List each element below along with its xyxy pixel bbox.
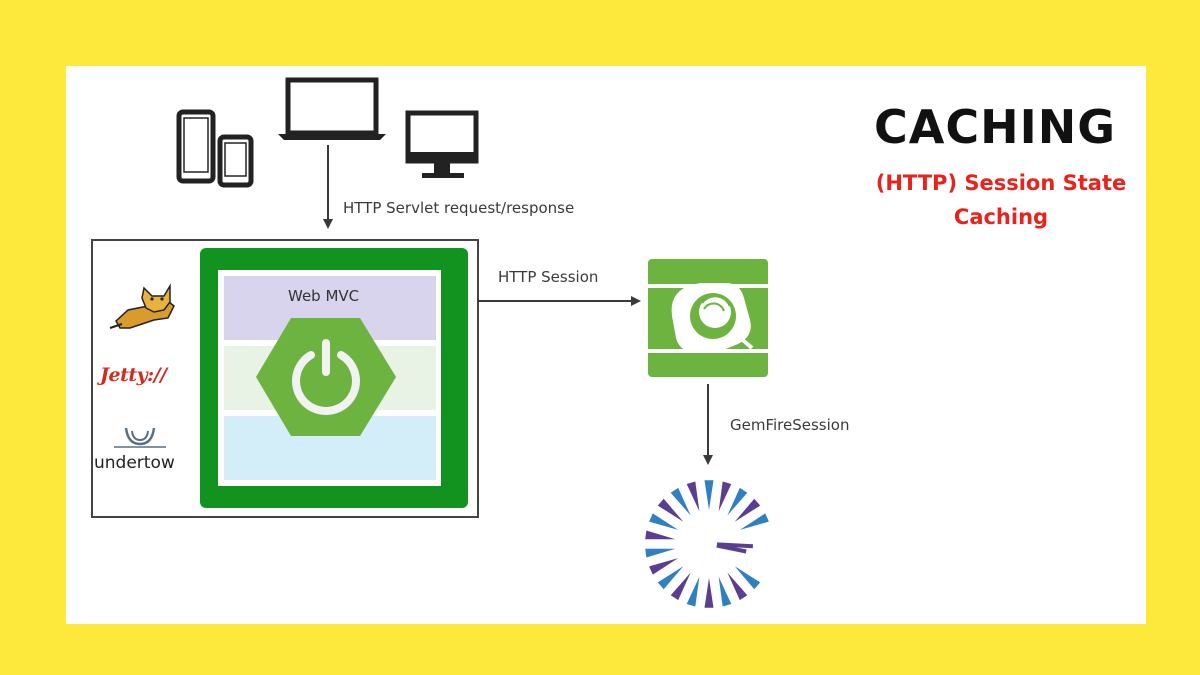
burst-petal xyxy=(670,487,691,516)
spring-power-icon xyxy=(256,318,396,436)
burst-petal xyxy=(657,498,684,522)
burst-petal xyxy=(727,487,748,516)
laptop-icon xyxy=(278,77,386,140)
tablet-phone-icon xyxy=(176,109,254,188)
title: CACHING xyxy=(874,100,1116,154)
servlet-arrow xyxy=(323,145,333,229)
diagram-card: CACHING (HTTP) Session State Caching HTT… xyxy=(66,66,1146,624)
burst-petal xyxy=(645,530,676,540)
burst-petal xyxy=(686,481,700,512)
architecture-diagram xyxy=(91,77,769,608)
jetty-logo-text: Jetty:// xyxy=(100,364,167,386)
desktop-icon xyxy=(405,110,479,178)
burst-petal xyxy=(727,572,748,601)
burst-petal xyxy=(649,558,679,575)
subtitle-line-1: (HTTP) Session State xyxy=(875,171,1127,195)
burst-petal xyxy=(739,513,769,530)
burst-petal xyxy=(657,566,684,590)
burst-petal xyxy=(718,481,732,512)
burst-inner-stroke xyxy=(716,542,754,549)
session-label: HTTP Session xyxy=(498,268,599,286)
gemfire-session-label: GemFireSession xyxy=(730,416,850,434)
burst-inner-stroke xyxy=(716,543,747,554)
geode-burst-logo xyxy=(645,480,769,608)
burst-petal xyxy=(718,576,732,607)
undertow-logo xyxy=(114,427,166,448)
burst-petal xyxy=(645,548,676,558)
web-mvc-label: Web MVC xyxy=(288,287,360,305)
burst-petal xyxy=(670,572,691,601)
burst-petal xyxy=(686,576,700,607)
undertow-logo-text: undertow xyxy=(94,453,175,473)
gemfire-logo xyxy=(648,259,768,377)
burst-petal xyxy=(734,498,761,522)
servlet-label: HTTP Servlet request/response xyxy=(343,199,575,217)
burst-petal xyxy=(649,513,679,530)
gemfire-session-arrow xyxy=(703,384,713,465)
session-arrow xyxy=(478,296,641,306)
tomcat-logo xyxy=(109,283,175,329)
burst-petal xyxy=(704,480,714,510)
burst-petal xyxy=(734,566,761,590)
subtitle-line-2: Caching xyxy=(953,205,1049,229)
burst-petal xyxy=(704,578,714,608)
